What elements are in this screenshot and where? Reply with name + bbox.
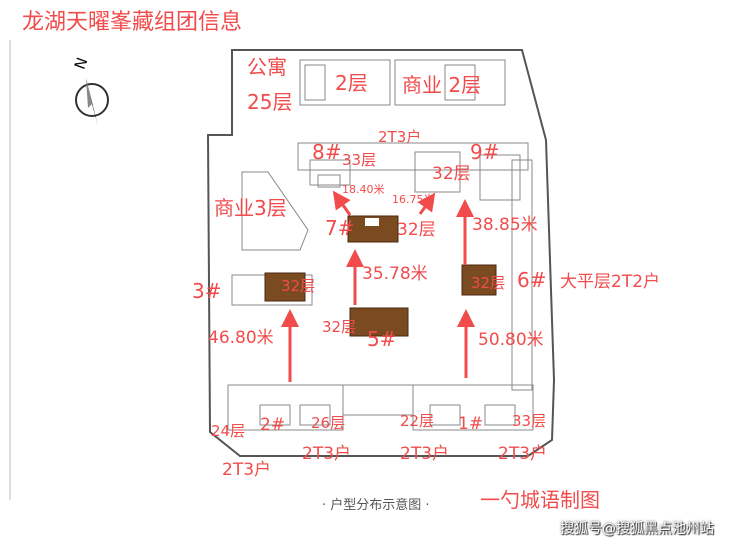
- label-distance-5-7: 35.78米: [362, 264, 428, 284]
- label-building-8-floors: 33层: [342, 151, 377, 169]
- page-title: 龙湖天曜峯藏组团信息: [22, 10, 243, 35]
- north-residential-blocks: [297, 142, 533, 391]
- label-distance-7-8: 18.40米: [342, 183, 385, 196]
- label-building-1: 1#: [458, 414, 484, 434]
- label-building-7-floors: 32层: [397, 220, 436, 240]
- label-commercial-top-a: 2层: [335, 71, 368, 95]
- label-units-b2-left: 2T3户: [222, 460, 272, 480]
- label-commercial-left: 商业3层: [214, 196, 287, 220]
- south-residential-blocks: [227, 384, 534, 431]
- label-building-2-left-floors: 24层: [211, 422, 246, 440]
- label-building-9-floors: 32层: [432, 164, 471, 184]
- label-building-6: 6#: [517, 268, 547, 292]
- building-3: [264, 272, 306, 302]
- site-boundary: [206, 49, 556, 457]
- label-building-6-units: 大平层2T2户: [560, 272, 661, 292]
- label-commercial-top-b: 商业 2层: [402, 73, 482, 97]
- label-building-9: 9#: [470, 140, 500, 164]
- left-commercial-block: [241, 171, 309, 251]
- building-5: [349, 307, 409, 337]
- label-building-1-left-floors: 22层: [400, 412, 435, 430]
- watermark: 搜狐号@搜狐黑点池州站: [560, 521, 714, 537]
- label-building-3-floors: 32层: [281, 277, 316, 295]
- label-building-5-floors: 32层: [322, 318, 357, 336]
- label-units-b2-right: 2T3户: [302, 444, 352, 464]
- north-arrow-icon: [75, 78, 109, 126]
- label-apartment: 公寓: [247, 55, 287, 79]
- distance-arrows: [281, 190, 475, 382]
- label-apartment-floors: 25层: [247, 90, 293, 114]
- label-building-2: 2#: [260, 415, 286, 435]
- label-distance-7-9: 16.75米: [392, 193, 435, 206]
- label-building-5: 5#: [367, 327, 397, 351]
- arrow-7-to-9: [417, 192, 436, 215]
- highlighted-buildings: [264, 215, 497, 337]
- credit-label: 一勺城语制图: [480, 488, 600, 512]
- arrow-7-to-8: [332, 190, 352, 216]
- top-commercial-blocks: [299, 59, 506, 106]
- label-building-1-right-floors: 33层: [512, 412, 547, 430]
- label-building-3: 3#: [192, 279, 222, 303]
- building-7-courtyard: [365, 218, 379, 226]
- label-distance-6-9: 38.85米: [472, 215, 538, 235]
- label-distance-1-6: 50.80米: [478, 330, 544, 350]
- label-building-6-floors: 32层: [471, 274, 506, 292]
- label-units-b1-left: 2T3户: [400, 444, 450, 464]
- label-building-8: 8#: [312, 140, 342, 164]
- label-units-top: 2T3户: [378, 128, 422, 146]
- diagram-caption: · 户型分布示意图 ·: [322, 498, 430, 513]
- building-6: [461, 264, 497, 296]
- label-building-2-right-floors: 26层: [311, 414, 346, 432]
- label-building-7: 7#: [325, 216, 355, 240]
- label-units-b1-right: 2T3户: [498, 444, 548, 464]
- label-distance-2-3: 46.80米: [208, 328, 274, 348]
